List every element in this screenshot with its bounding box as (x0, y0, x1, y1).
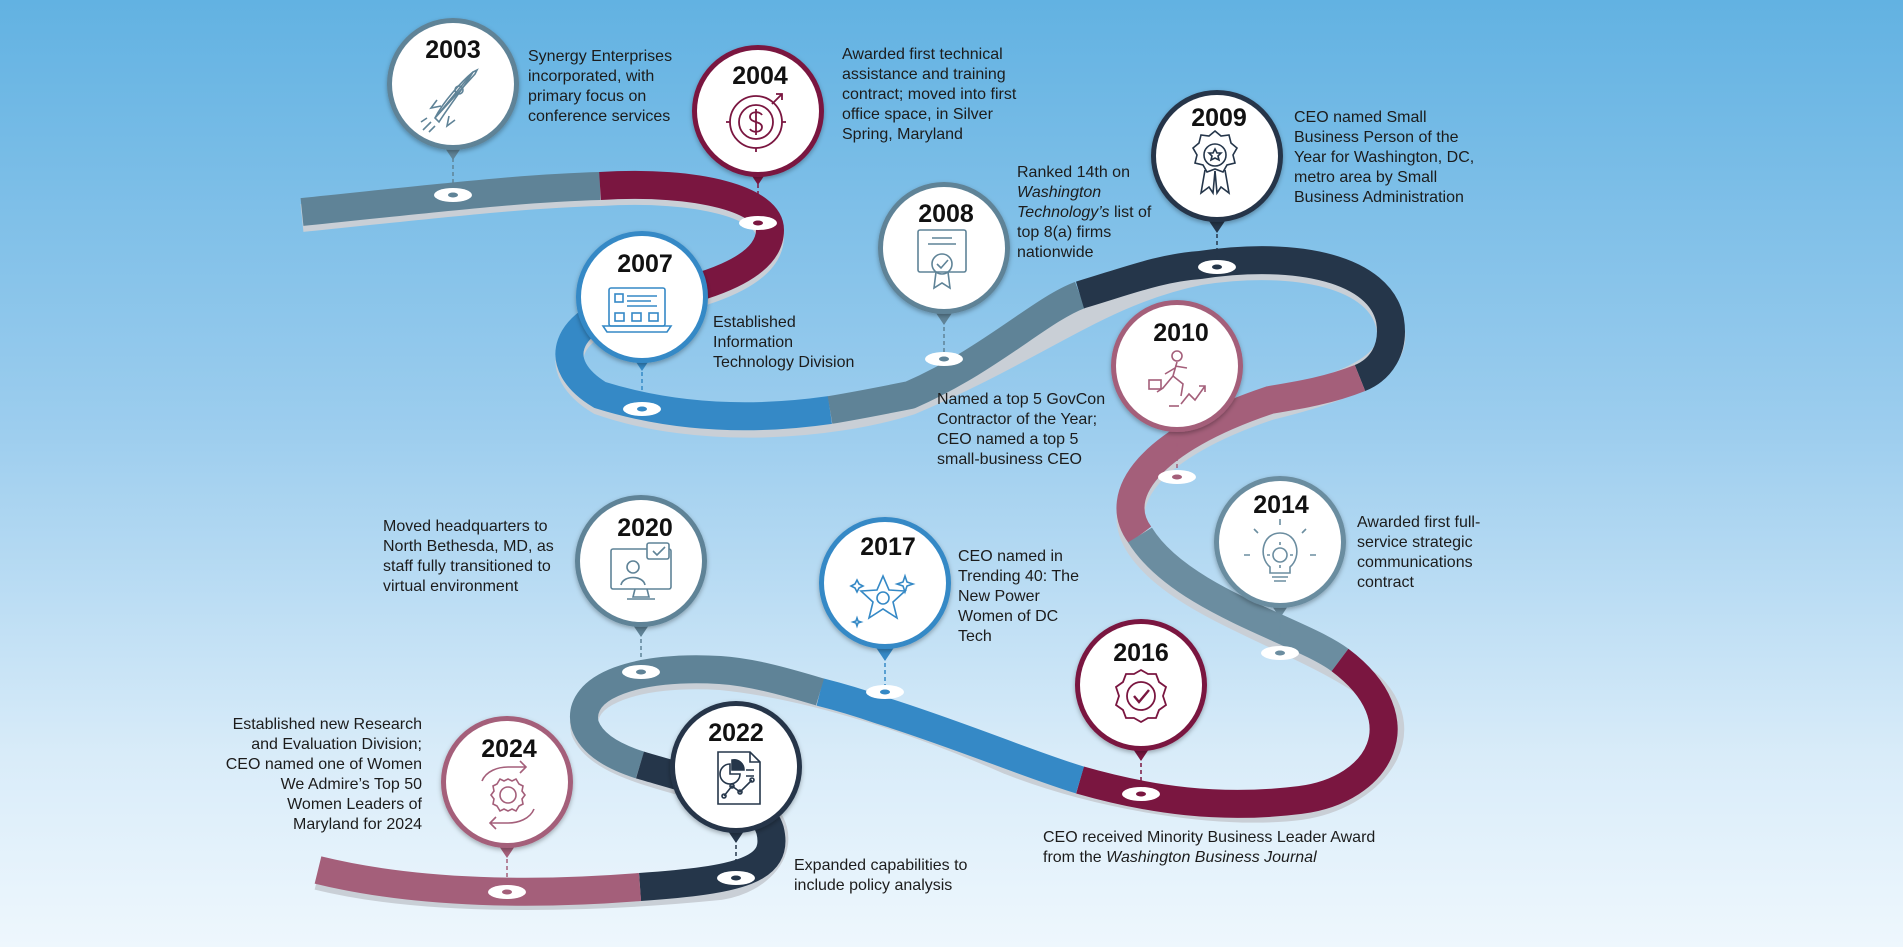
lightbulb-icon (1244, 519, 1316, 582)
milestone-2020: 2020 (575, 495, 707, 679)
year-label-2014: 2014 (1253, 491, 1309, 519)
certificate-icon (917, 229, 967, 290)
caption-2016-text-before: CEO received Minority Business Leader Aw… (1043, 829, 1376, 866)
milestone-2010: 2010 (1111, 300, 1243, 484)
year-label-2003: 2003 (425, 36, 481, 64)
milestone-2016: 2016 (1075, 619, 1207, 801)
milestone-2014: 2014 (1214, 476, 1346, 660)
caption-2004: Awarded first technical assistance and t… (842, 46, 1017, 143)
caption-2008-text-after: list of top 8(a) firms nationwide (1017, 204, 1152, 261)
milestone-2009: 2009 (1151, 90, 1283, 274)
caption-2009: CEO named Small Business Person of the Y… (1294, 109, 1475, 206)
caption-2016: CEO received Minority Business Leader Aw… (1043, 828, 1403, 868)
caption-2008-text-before: Ranked 14th on (1017, 164, 1130, 181)
year-label-2004: 2004 (732, 62, 788, 90)
year-label-2017: 2017 (860, 533, 916, 561)
gear-cycle-icon (481, 760, 535, 830)
year-label-2024: 2024 (481, 735, 537, 763)
year-label-2016: 2016 (1113, 639, 1169, 667)
year-label-2010: 2010 (1153, 319, 1209, 347)
climbing-person-icon (1148, 350, 1206, 407)
milestone-2004: 2004 (692, 45, 824, 230)
year-label-2008: 2008 (918, 200, 974, 228)
caption-2024: Established new Research and Evaluation … (225, 716, 422, 833)
star-sparkle-icon (849, 573, 916, 629)
milestone-2017: 2017 (819, 517, 951, 699)
report-chart-icon (717, 751, 761, 805)
year-label-2022: 2022 (708, 719, 764, 747)
caption-2016-italic: Washington Business Journal (1106, 849, 1317, 866)
caption-2014: Awarded first full-service strategic com… (1357, 514, 1481, 591)
milestone-2007: 2007 (576, 231, 708, 416)
dollar-target-icon (726, 93, 786, 152)
caption-2008: Ranked 14th on Washington Technology’s l… (1017, 163, 1152, 263)
rocket-icon (420, 68, 479, 133)
caption-2017: CEO named in Trending 40: The New Power … (958, 548, 1079, 645)
caption-2010: Named a top 5 GovCon Contractor of the Y… (937, 391, 1106, 468)
milestone-2003: 2003 (387, 18, 519, 202)
caption-2007: Established Information Technology Divis… (713, 314, 855, 371)
year-label-2007: 2007 (617, 250, 673, 278)
year-label-2020: 2020 (617, 514, 673, 542)
caption-2008-italic: Washington Technology’s (1017, 184, 1110, 221)
caption-2020: Moved headquarters to North Bethesda, MD… (383, 518, 554, 595)
check-badge-icon (1114, 668, 1168, 724)
award-ribbon-icon (1191, 129, 1239, 196)
virtual-desktop-icon (610, 542, 672, 600)
milestone-2008: 2008 (878, 182, 1010, 366)
milestone-2024: 2024 (441, 716, 573, 899)
caption-2022: Expanded capabilities to include policy … (794, 857, 968, 894)
milestone-2022: 2022 (670, 701, 802, 885)
year-label-2009: 2009 (1191, 104, 1247, 132)
laptop-icon (601, 287, 673, 333)
caption-2003: Synergy Enterprises incorporated, with p… (528, 48, 673, 125)
